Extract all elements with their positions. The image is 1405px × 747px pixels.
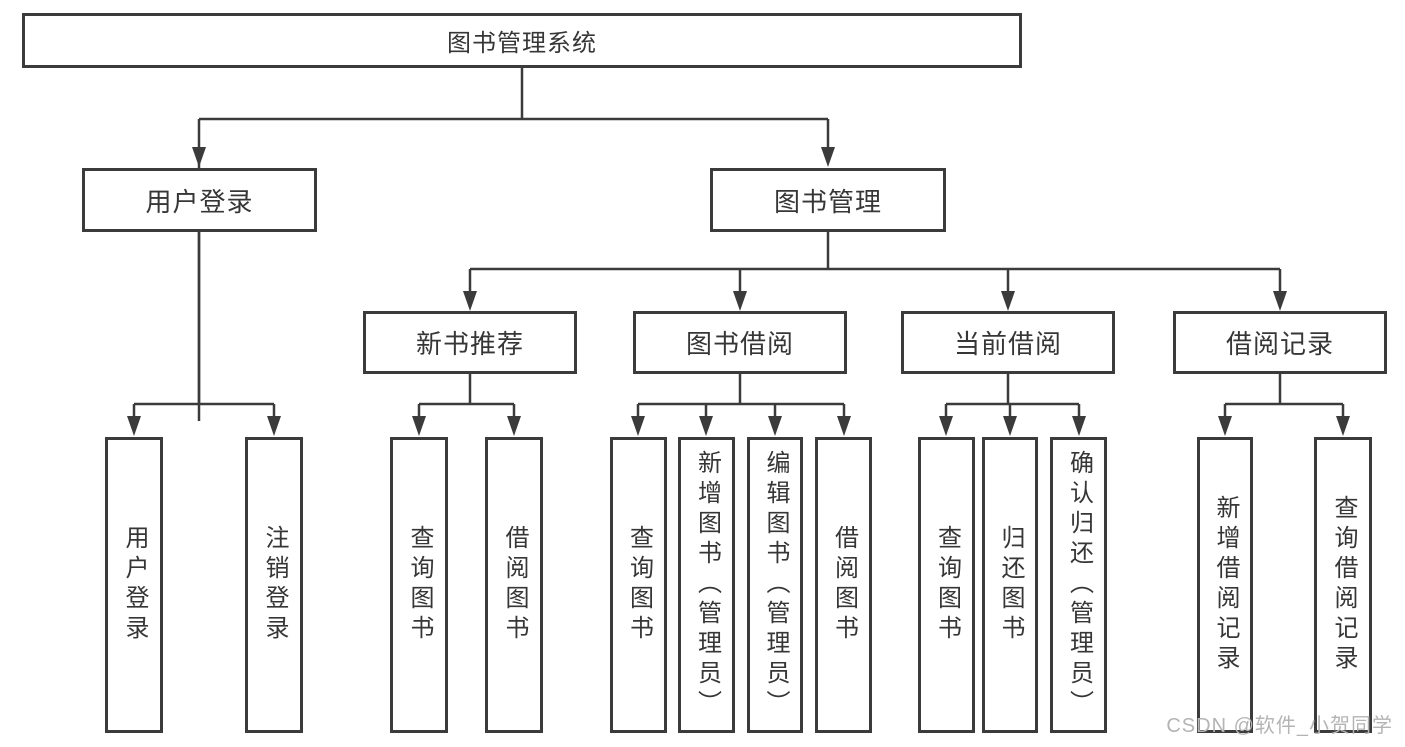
arrow-down-icon <box>507 416 521 436</box>
node-leaf-label: 归还图书 <box>997 525 1024 645</box>
csdn-watermark: CSDN @软件_小贺同学 <box>1166 715 1393 737</box>
node-leaf-label: 新增图书（管理员） <box>693 450 721 720</box>
node-leaf-query-books-1: 查询图书 <box>390 437 448 733</box>
node-leaf-borrow-books-2: 借阅图书 <box>815 437 872 733</box>
arrow-down-icon <box>267 416 281 436</box>
connector-book-borrowing-to-children <box>636 374 846 421</box>
node-leaf-borrow-books-1: 借阅图书 <box>485 437 543 733</box>
node-leaf-query-books-3: 查询图书 <box>918 437 975 733</box>
node-leaf-label: 查询借阅记录 <box>1330 495 1357 675</box>
arrowhead-icons <box>127 147 1350 436</box>
arrow-down-icon <box>1001 291 1015 311</box>
node-book-management: 图书管理 <box>710 168 946 232</box>
arrow-down-icon <box>412 416 426 436</box>
node-new-book-recommendation-label: 新书推荐 <box>415 329 524 359</box>
node-leaf-label: 查询图书 <box>933 525 961 645</box>
node-leaf-label: 新增借阅记录 <box>1212 495 1239 675</box>
arrow-down-icon <box>463 291 477 311</box>
node-current-borrowing: 当前借阅 <box>901 311 1115 374</box>
node-leaf-label: 编辑图书（管理员） <box>762 450 789 720</box>
node-leaf-user-login: 用户登录 <box>105 437 163 733</box>
arrow-down-icon <box>127 416 141 436</box>
node-leaf-return-book: 归还图书 <box>982 437 1038 733</box>
node-book-management-label: 图书管理 <box>773 186 882 217</box>
node-user-login: 用户登录 <box>82 168 317 232</box>
arrow-down-icon <box>821 147 835 167</box>
node-new-book-recommendation: 新书推荐 <box>363 311 577 374</box>
arrow-down-icon <box>939 416 953 436</box>
arrow-down-icon <box>1218 416 1232 436</box>
node-book-borrowing-label: 图书借阅 <box>685 329 794 359</box>
node-current-borrowing-label: 当前借阅 <box>953 329 1062 359</box>
arrow-down-icon <box>1273 291 1287 311</box>
arrow-down-icon <box>699 416 713 436</box>
node-leaf-label: 查询图书 <box>625 525 653 645</box>
node-leaf-add-borrow-record: 新增借阅记录 <box>1197 437 1253 733</box>
arrow-down-icon <box>631 416 645 436</box>
node-leaf-label: 用户登录 <box>121 525 148 645</box>
node-leaf-label: 查询图书 <box>406 525 433 645</box>
arrow-down-icon <box>837 416 851 436</box>
connector-book-management-to-level3 <box>468 232 1282 296</box>
node-leaf-label: 注销登录 <box>261 525 288 645</box>
node-leaf-add-book-admin: 新增图书（管理员） <box>678 437 735 733</box>
arrow-down-icon <box>1072 416 1086 436</box>
node-leaf-confirm-return-admin: 确认归还（管理员） <box>1050 437 1107 733</box>
node-leaf-label: 借阅图书 <box>501 525 528 645</box>
connector-user-login-to-children <box>132 232 276 421</box>
node-root: 图书管理系统 <box>22 13 1022 68</box>
node-borrowing-records: 借阅记录 <box>1173 311 1387 374</box>
arrow-down-icon <box>192 147 206 167</box>
arrow-down-icon <box>1003 416 1017 436</box>
node-user-login-label: 用户登录 <box>145 186 254 217</box>
arrow-down-icon <box>768 416 782 436</box>
node-book-borrowing: 图书借阅 <box>633 311 847 374</box>
connector-new-book-to-children <box>417 374 516 421</box>
connector-current-borrowing-to-children <box>944 374 1081 421</box>
node-leaf-query-books-2: 查询图书 <box>610 437 667 733</box>
arrow-down-icon <box>733 291 747 311</box>
node-leaf-label: 借阅图书 <box>830 525 858 645</box>
arrow-down-icon <box>1336 416 1350 436</box>
node-borrowing-records-label: 借阅记录 <box>1225 329 1334 359</box>
connector-root-to-level2 <box>197 68 830 421</box>
node-leaf-query-borrow-record: 查询借阅记录 <box>1314 437 1372 733</box>
node-leaf-label: 确认归还（管理员） <box>1065 450 1093 720</box>
node-root-label: 图书管理系统 <box>447 30 597 57</box>
node-leaf-edit-book-admin: 编辑图书（管理员） <box>747 437 803 733</box>
node-leaf-logout: 注销登录 <box>245 437 303 733</box>
connector-records-to-children <box>1223 374 1345 421</box>
